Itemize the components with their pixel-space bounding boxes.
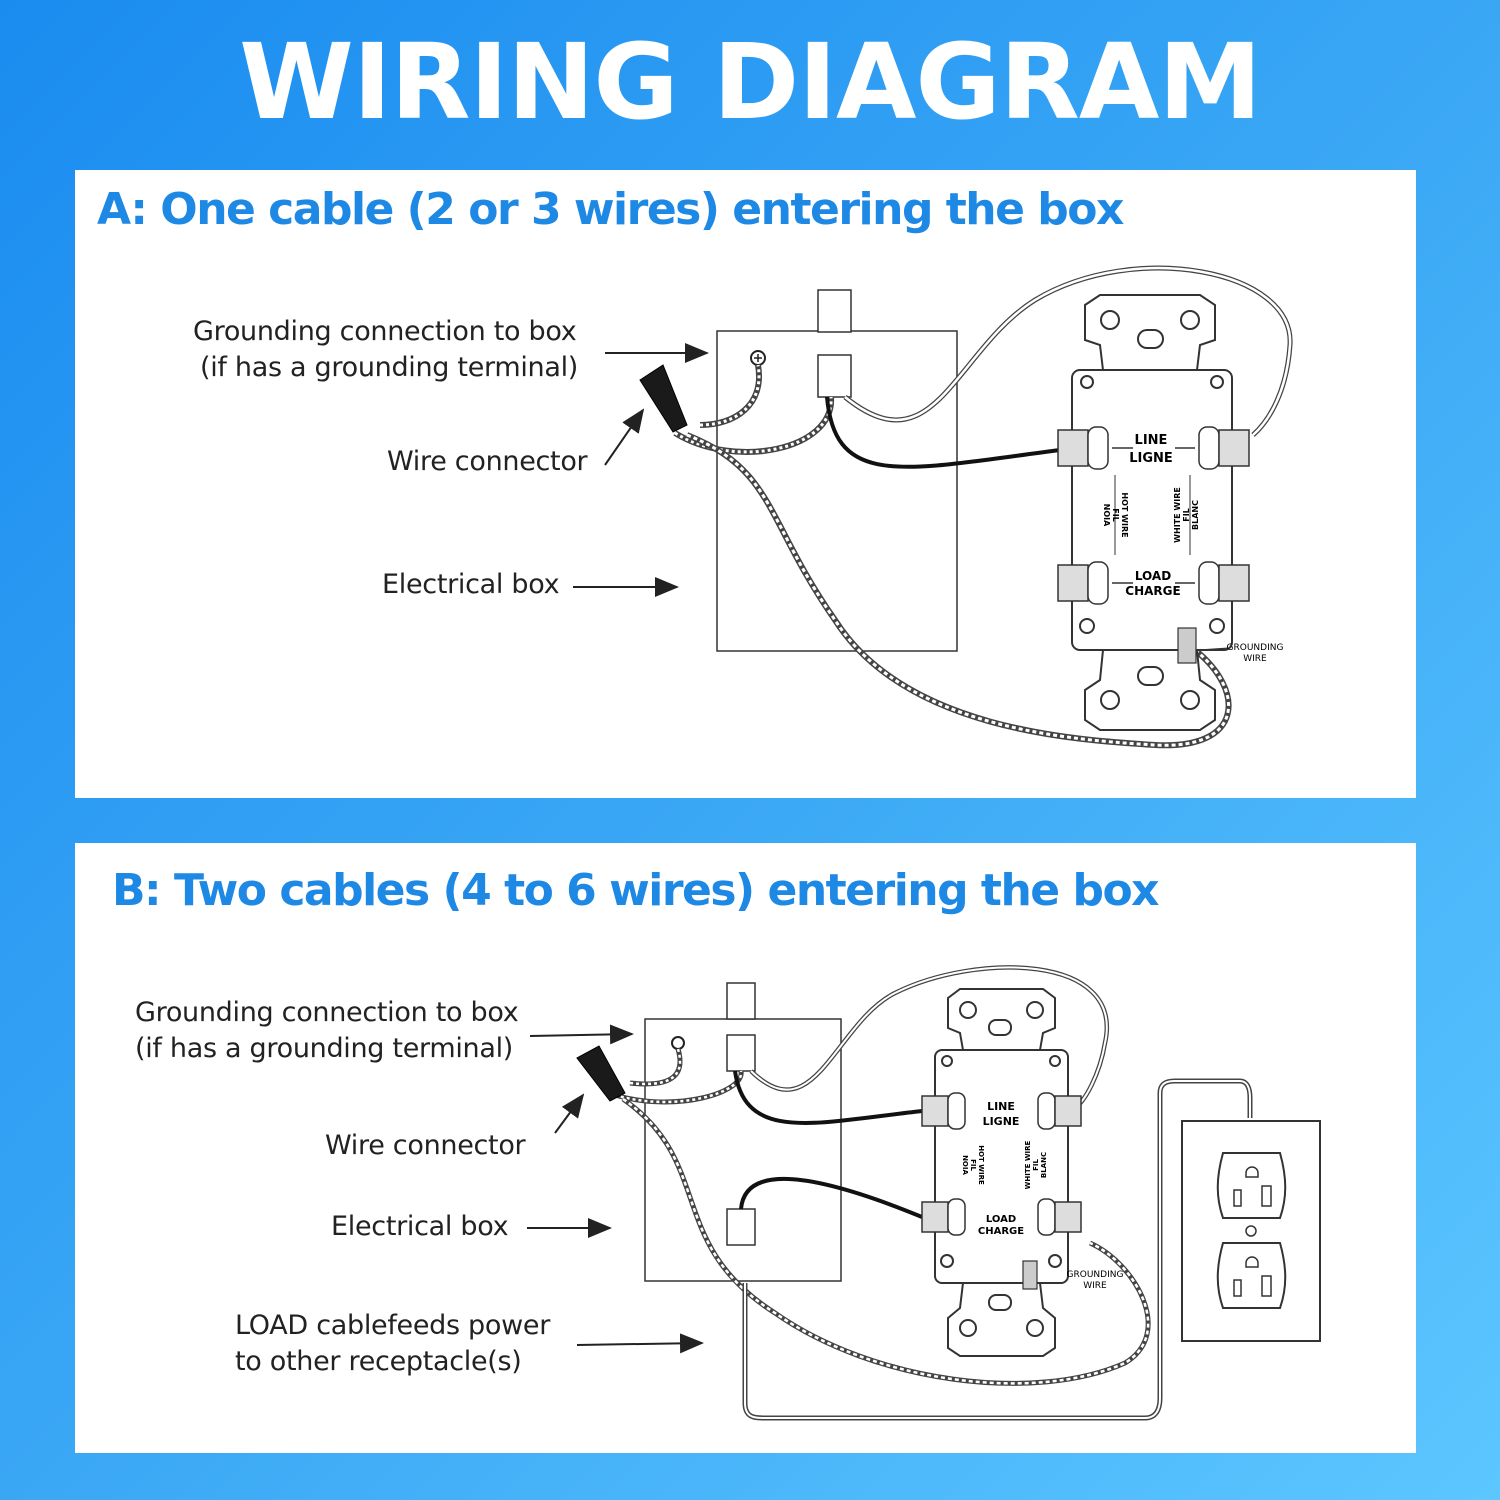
ground-loop-b (621, 1096, 1151, 1386)
page-title: WIRING DIAGRAM (239, 21, 1262, 143)
hot-noia-label: NOIA (961, 1155, 969, 1175)
other-receptacle (1181, 1120, 1321, 1342)
wire-connector (639, 364, 688, 433)
grounding-callout-b: Grounding connection to box (if has a gr… (135, 995, 519, 1067)
conduit-stub (726, 982, 756, 1020)
grounding-callout-a: Grounding connection to box (if has a gr… (193, 314, 578, 386)
grounding-arrow (529, 1024, 634, 1045)
charge-label: CHARGE (1125, 584, 1180, 598)
electrical-box-callout-b: Electrical box (331, 1211, 509, 1242)
ground-screw (671, 1036, 685, 1050)
panel-a-heading: A: One cable (2 or 3 wires) entering the… (97, 184, 1124, 235)
grounding-callout-line1: Grounding connection to box (135, 997, 519, 1028)
grounding-wire-label-2: WIRE (1083, 1281, 1107, 1291)
hot-wire-label: HOT WIRE (1120, 492, 1129, 537)
wire-connector (576, 1045, 626, 1102)
grounding-wire-label-2: WIRE (1243, 654, 1267, 664)
panel-a: A: One cable (2 or 3 wires) entering the… (75, 170, 1416, 798)
hot-fil-label: FIL (969, 1159, 977, 1171)
grounding-callout-line2: (if has a grounding terminal) (200, 352, 579, 383)
ligne-label: LIGNE (1129, 451, 1173, 466)
wire-connector-callout-b: Wire connector (325, 1130, 526, 1161)
white-wire-label: WHITE WIRE (1024, 1140, 1032, 1189)
grounding-callout-line2: (if has a grounding terminal) (135, 1033, 514, 1064)
grounding-callout-line1: Grounding connection to box (193, 316, 577, 347)
hot-noia-label: NOIA (1102, 504, 1111, 527)
bare-wire-to-screw (699, 364, 763, 428)
cable-clamp-bottom (726, 1208, 756, 1246)
panel-b: B: Two cables (4 to 6 wires) entering th… (75, 843, 1416, 1453)
load-label: LOAD (1135, 569, 1171, 583)
hot-wire-line (733, 1070, 923, 1125)
hot-wire-load (739, 1176, 923, 1219)
load-callout-b: LOAD cablefeeds power to other receptacl… (235, 1308, 550, 1380)
white-fil-label: FIL (1182, 508, 1191, 522)
ligne-label: LIGNE (983, 1115, 1020, 1128)
grounding-wire-label: GROUNDING (1067, 1270, 1124, 1280)
line-label: LINE (987, 1100, 1015, 1113)
wire-connector-callout-a: Wire connector (387, 446, 588, 477)
load-callout-line1: LOAD cablefeeds power (235, 1310, 551, 1341)
wire-connector-arrow (554, 1093, 585, 1134)
grounding-wire-label: GROUNDING (1227, 643, 1284, 653)
cable-clamp-top (726, 1034, 756, 1072)
hot-wire-label: HOT WIRE (977, 1145, 985, 1185)
wire-connector-arrow (604, 408, 645, 466)
hot-wire (825, 396, 1061, 469)
charge-label: CHARGE (978, 1226, 1024, 1237)
wiring-diagram-b: LINE LIGNE LOAD CHARGE HOT WIRE FIL NOIA… (527, 965, 1321, 1421)
load-arrow (576, 1333, 704, 1354)
receptacle-a: LINE LIGNE LOAD CHARGE HOT WIRE FIL NOIA… (1057, 294, 1284, 731)
panel-b-heading: B: Two cables (4 to 6 wires) entering th… (112, 865, 1160, 916)
receptacle-b: LINE LIGNE LOAD CHARGE HOT WIRE FIL NOIA… (921, 988, 1124, 1357)
conduit-stub (817, 289, 852, 333)
white-fil-label: FIL (1032, 1159, 1040, 1171)
load-label: LOAD (986, 1214, 1016, 1225)
line-label: LINE (1135, 433, 1168, 448)
white-wire-label: WHITE WIRE (1173, 487, 1182, 543)
load-callout-line2: to other receptacle(s) (235, 1346, 522, 1377)
cable-clamp (817, 354, 852, 398)
white-blanc-label: BLANC (1040, 1152, 1048, 1178)
electrical-box-callout-a: Electrical box (382, 569, 560, 600)
hot-fil-label: FIL (1111, 508, 1120, 522)
wiring-diagram-a: LINE LIGNE LOAD CHARGE HOT WIRE FIL NOIA… (573, 265, 1293, 749)
white-blanc-label: BLANC (1191, 500, 1200, 530)
